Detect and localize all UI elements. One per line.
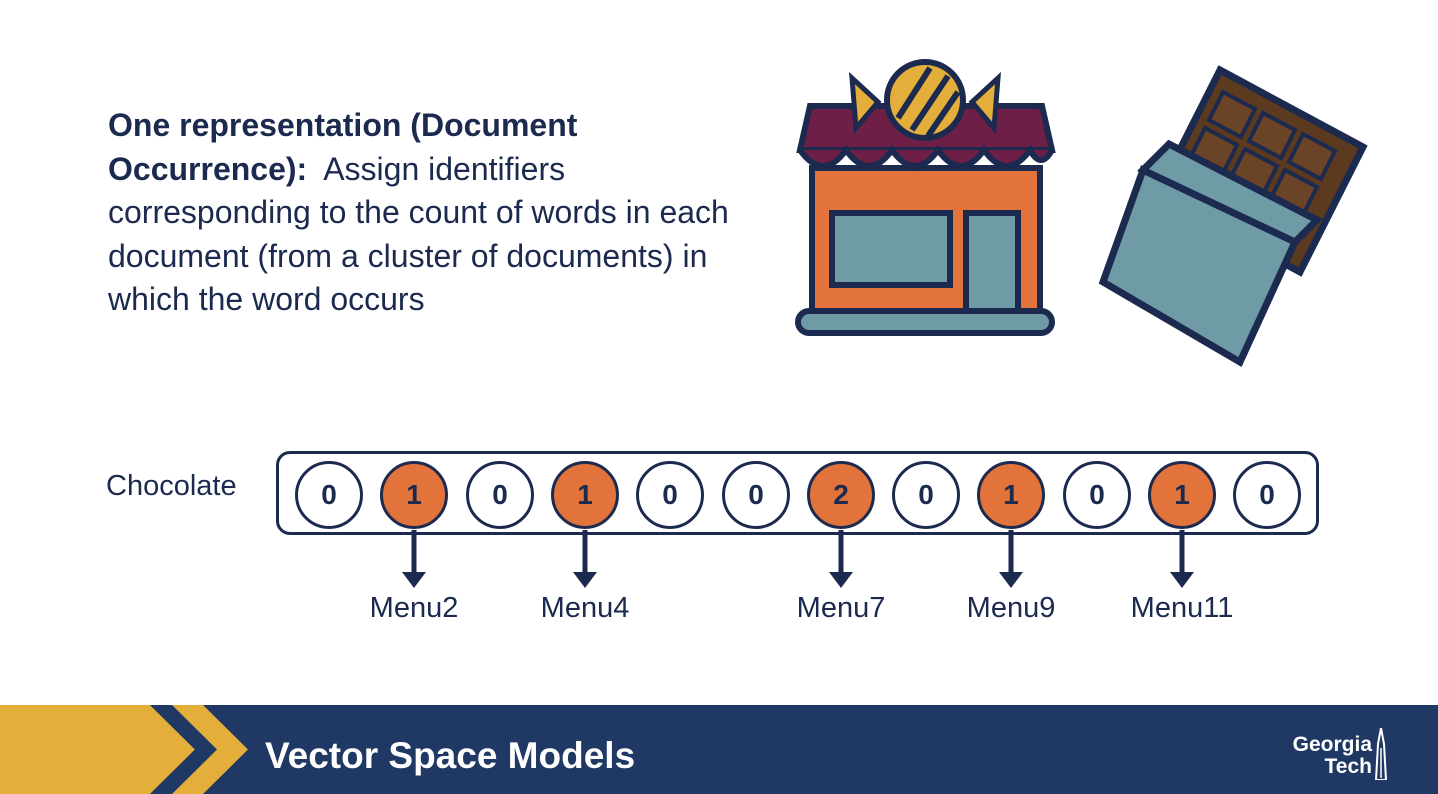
vector-container — [276, 451, 1319, 535]
vector-cell: 1 — [977, 461, 1045, 529]
vector-cell: 0 — [1063, 461, 1131, 529]
vector-cell: 1 — [380, 461, 448, 529]
georgia-tech-logo: Georgia Tech — [1260, 734, 1372, 778]
menu-label: Menu9 — [966, 592, 1056, 624]
footer-title: Vector Space Models — [265, 735, 636, 776]
arrow-down-icon — [999, 530, 1023, 588]
description-body: Assign identifiers corresponding to the … — [108, 150, 729, 318]
vector-cell: 0 — [636, 461, 704, 529]
logo-line-1: Georgia — [1292, 733, 1372, 756]
vector-cell: 0 — [722, 461, 790, 529]
arrow-down-icon — [573, 530, 597, 588]
tech-tower-icon — [1374, 728, 1388, 780]
menu-label: Menu2 — [369, 592, 459, 624]
chocolate-bar-icon — [1098, 65, 1368, 367]
menu-label: Menu7 — [796, 592, 886, 624]
vector-cell: 1 — [551, 461, 619, 529]
chevron-decoration — [0, 705, 248, 794]
vector-cell: 2 — [807, 461, 875, 529]
vector-cell: 0 — [466, 461, 534, 529]
vector-cell: 0 — [295, 461, 363, 529]
menu-label: Menu11 — [1130, 592, 1234, 624]
arrow-down-icon — [1170, 530, 1194, 588]
menu-label: Menu4 — [540, 592, 630, 624]
vector-cell: 0 — [1233, 461, 1301, 529]
description-text: One representation (Document Occurrence)… — [108, 104, 748, 322]
row-label-chocolate: Chocolate — [106, 470, 237, 502]
vector-cell: 1 — [1148, 461, 1216, 529]
candy-shop-icon — [795, 59, 1056, 336]
logo-line-2: Tech — [1324, 755, 1372, 778]
description-bold: One representation (Document Occurrence)… — [108, 107, 578, 187]
arrow-down-icon — [402, 530, 426, 588]
vector-cell: 0 — [892, 461, 960, 529]
arrow-down-icon — [829, 530, 853, 588]
